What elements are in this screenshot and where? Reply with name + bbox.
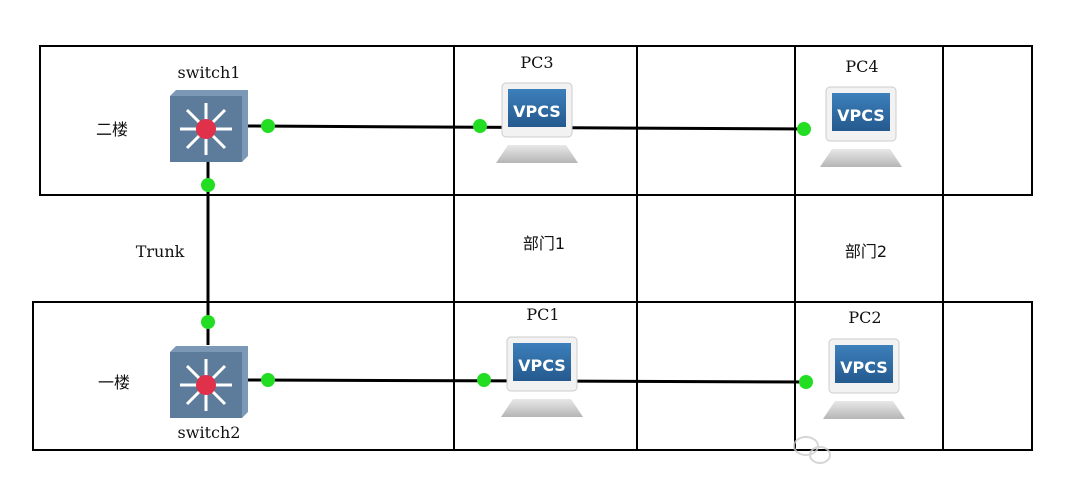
pc3[interactable] [495, 82, 579, 164]
zone-dept1-box [453, 45, 638, 451]
port-dot [797, 122, 811, 136]
port-dot [261, 119, 275, 133]
port-dot [201, 178, 215, 192]
port-dot [261, 373, 275, 387]
pc4-screen-label: VPCS [837, 106, 885, 125]
zone-dept1-label: 部门1 [523, 234, 565, 253]
port-dot [477, 373, 491, 387]
zone-dept2-box [794, 45, 944, 451]
pc1-label: PC1 [526, 305, 559, 324]
zone-floor1-label: 一楼 [98, 373, 130, 392]
switch1-label: switch1 [178, 63, 241, 82]
switch2[interactable] [168, 344, 250, 420]
port-dot [799, 375, 813, 389]
pc4[interactable] [819, 86, 903, 168]
port-dot [473, 119, 487, 133]
trunk-label: Trunk [136, 242, 185, 261]
pc3-screen-label: VPCS [513, 102, 561, 121]
pc2[interactable] [822, 338, 906, 420]
pc3-label: PC3 [520, 53, 553, 72]
pc1-screen-label: VPCS [518, 356, 566, 375]
port-dot [201, 315, 215, 329]
zone-dept2-label: 部门2 [845, 242, 887, 261]
pc4-label: PC4 [845, 57, 878, 76]
switch2-label: switch2 [178, 423, 241, 442]
pc1[interactable] [500, 336, 584, 418]
zone-floor2-label: 二楼 [96, 120, 128, 139]
switch1[interactable] [168, 88, 250, 164]
pc2-screen-label: VPCS [840, 358, 888, 377]
pc2-label: PC2 [848, 308, 881, 327]
wechat-watermark-icon [793, 436, 831, 464]
